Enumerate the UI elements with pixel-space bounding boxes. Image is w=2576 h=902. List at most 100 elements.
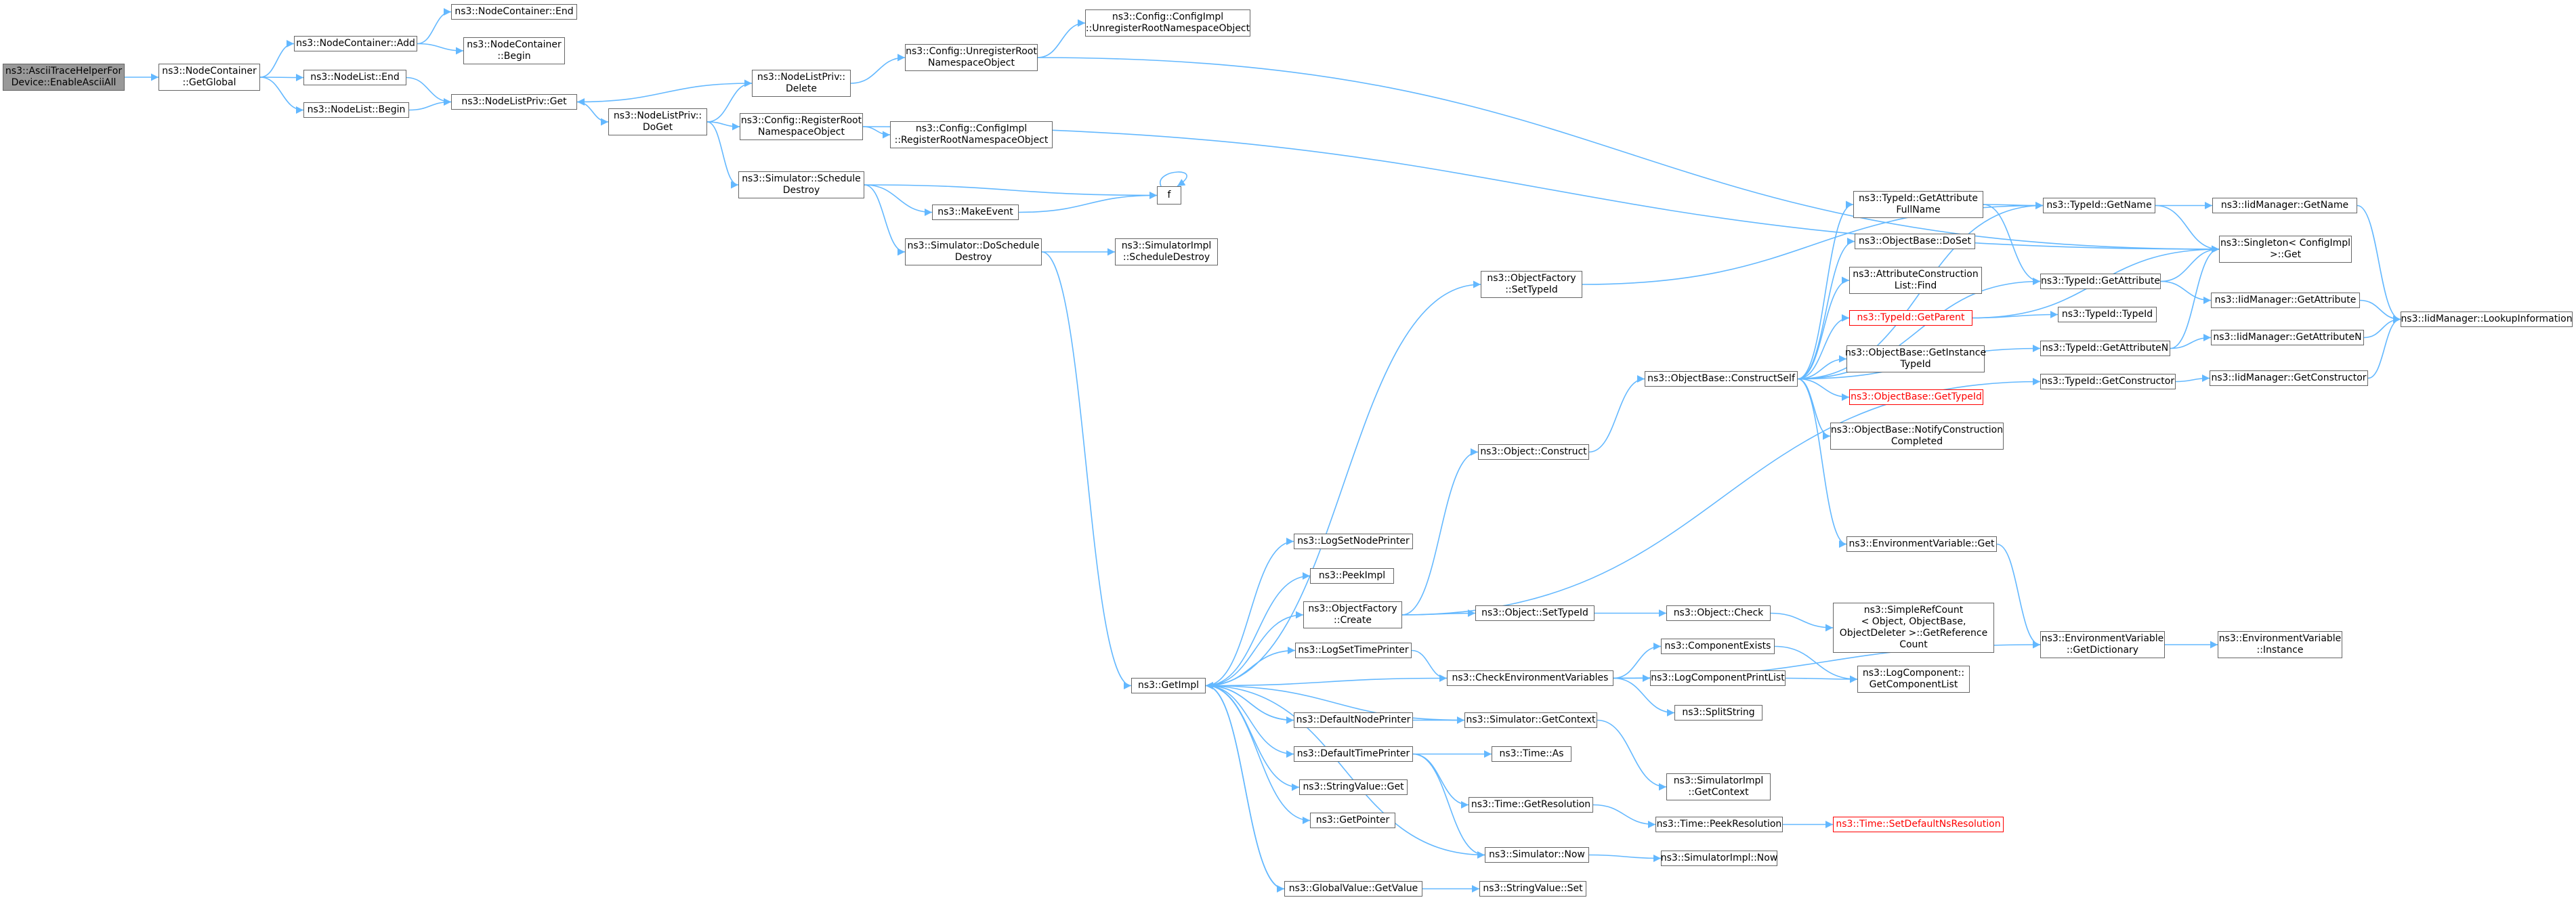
node-makeevent[interactable]: ns3::MakeEvent	[932, 205, 1019, 220]
node-componentexists[interactable]: ns3::ComponentExists	[1661, 639, 1775, 654]
node-time-as[interactable]: ns3::Time::As	[1492, 746, 1571, 762]
node-object-check[interactable]: ns3::Object::Check	[1666, 605, 1771, 621]
node-simulator-now[interactable]: ns3::Simulator::Now	[1485, 847, 1589, 863]
node-peekimpl[interactable]: ns3::PeekImpl	[1310, 568, 1394, 584]
node-defaulttimeprinter[interactable]: ns3::DefaultTimePrinter	[1294, 746, 1413, 762]
node-nodelist-begin[interactable]: ns3::NodeList::Begin	[303, 102, 409, 118]
edge-n58-n66	[1412, 753, 1485, 859]
node-getimpl[interactable]: ns3::GetImpl	[1131, 678, 1206, 693]
node-objectfactory-create[interactable]: ns3::ObjectFactory ::Create	[1303, 601, 1402, 628]
edge-n20-n42	[1205, 537, 1294, 687]
node-object-construct[interactable]: ns3::Object::Construct	[1478, 444, 1589, 460]
node-time-peekresolution[interactable]: ns3::Time::PeekResolution	[1655, 817, 1783, 832]
node-objectbase-notifyconstructioncompleted[interactable]: ns3::ObjectBase::NotifyConstruction Comp…	[1830, 423, 2004, 450]
node-defaultnodeprinter[interactable]: ns3::DefaultNodePrinter	[1294, 712, 1413, 728]
node-iidmanager-getname[interactable]: ns3::IidManager::GetName	[2212, 198, 2357, 213]
edge-n32-n36	[1797, 378, 1850, 402]
node-time-setdefaultnsresolution[interactable]: ns3::Time::SetDefaultNsResolution	[1833, 817, 2004, 832]
node-f[interactable]: f	[1157, 186, 1181, 205]
node-simplerefcount-getreferencecount[interactable]: ns3::SimpleRefCount < Object, ObjectBase…	[1833, 603, 1994, 653]
edge-n32-n41	[1797, 378, 1847, 549]
node-logcomponent-getcomponentlist[interactable]: ns3::LogComponent:: GetComponentList	[1857, 666, 1970, 693]
node-attributeconstructionlist-find[interactable]: ns3::AttributeConstruction List::Find	[1849, 267, 1982, 294]
node-nodecontainer-begin[interactable]: ns3::NodeContainer ::Begin	[463, 37, 565, 64]
edge-n14-n16	[864, 184, 933, 217]
node-objectbase-doset[interactable]: ns3::ObjectBase::DoSet	[1855, 234, 1975, 249]
node-logsetnodeprinter[interactable]: ns3::LogSetNodePrinter	[1294, 534, 1413, 549]
node-iidmanager-getconstructor[interactable]: ns3::IidManager::GetConstructor	[2210, 370, 2368, 386]
edge-n8-n10	[850, 53, 906, 84]
node-config-unregisterrootnamespaceobject[interactable]: ns3::Config::UnregisterRoot NamespaceObj…	[905, 44, 1038, 71]
edge-n41-n48	[1996, 543, 2041, 649]
node-getpointer[interactable]: ns3::GetPointer	[1310, 813, 1395, 828]
node-logcomponentprintlist[interactable]: ns3::LogComponentPrintList	[1650, 670, 1786, 686]
node-iidmanager-lookupinformation[interactable]: ns3::IidManager::LookupInformation	[2401, 312, 2573, 327]
edge-f-self-loop	[1160, 171, 1187, 187]
edge-n20-n65x	[1205, 685, 1311, 825]
node-logsettimeprinter[interactable]: ns3::LogSetTimePrinter	[1295, 643, 1412, 658]
edge-n20-n61	[1205, 685, 1300, 792]
edge-n62-n63	[1592, 804, 1656, 829]
node-nodelistpriv-get[interactable]: ns3::NodeListPriv::Get	[451, 94, 577, 110]
edge-n28-n30	[2160, 280, 2212, 305]
node-object-settypeid[interactable]: ns3::Object::SetTypeId	[1475, 605, 1595, 621]
node-configimpl-registerrootnamespaceobject[interactable]: ns3::Config::ConfigImpl ::RegisterRootNa…	[890, 121, 1053, 148]
edge-n50-n51	[1411, 649, 1448, 683]
node-nodecontainer-getglobal[interactable]: ns3::NodeContainer ::GetGlobal	[159, 64, 260, 91]
edge-n6-n9	[576, 101, 609, 126]
edge-n68-n20	[1205, 681, 1285, 890]
edge-n32-n39	[1797, 378, 1831, 440]
edge-n20-n44	[1205, 611, 1304, 687]
node-splitstring[interactable]: ns3::SplitString	[1674, 705, 1762, 721]
node-simulatorimpl-scheduledestroy[interactable]: ns3::SimulatorImpl ::ScheduleDestroy	[1115, 238, 1218, 265]
node-simulator-doscheduledestroy[interactable]: ns3::Simulator::DoSchedule Destroy	[905, 238, 1042, 265]
node-typeid-getattribute[interactable]: ns3::TypeId::GetAttribute	[2040, 274, 2161, 289]
node-iidmanager-getattribute[interactable]: ns3::IidManager::GetAttribute	[2211, 293, 2360, 308]
node-typeid-getattributen[interactable]: ns3::TypeId::GetAttributeN	[2040, 341, 2170, 356]
node-globalvalue-getvalue[interactable]: ns3::GlobalValue::GetValue	[1284, 881, 1422, 897]
node-checkenvironmentvariables[interactable]: ns3::CheckEnvironmentVariables	[1447, 670, 1613, 686]
node-objectfactory-settypeid[interactable]: ns3::ObjectFactory ::SetTypeId	[1481, 271, 1582, 298]
edge-n2-n4	[417, 43, 464, 55]
node-objectbase-constructself[interactable]: ns3::ObjectBase::ConstructSelf	[1645, 371, 1798, 387]
node-nodelistpriv-doget[interactable]: ns3::NodeListPriv:: DoGet	[608, 108, 707, 135]
node-environmentvariable-get[interactable]: ns3::EnvironmentVariable::Get	[1846, 536, 1997, 552]
node-nodelistpriv-delete[interactable]: ns3::NodeListPriv:: Delete	[752, 70, 851, 97]
node-simulatorimpl-now[interactable]: ns3::SimulatorImpl::Now	[1661, 851, 1777, 866]
node-simulator-scheduledestroy[interactable]: ns3::Simulator::Schedule Destroy	[738, 171, 864, 198]
edge-n58-n62	[1412, 753, 1469, 809]
node-configimpl-unregisterrootnamespaceobject[interactable]: ns3::Config::ConfigImpl ::UnregisterRoot…	[1085, 9, 1250, 37]
node-time-getresolution[interactable]: ns3::Time::GetResolution	[1469, 797, 1593, 813]
edge-n10-n11	[1037, 19, 1086, 58]
node-typeid-typeid[interactable]: ns3::TypeId::TypeId	[2058, 307, 2157, 322]
node-typeid-getattributefullname[interactable]: ns3::TypeId::GetAttribute FullName	[1853, 191, 1983, 218]
node-environmentvariable-getdictionary[interactable]: ns3::EnvironmentVariable ::GetDictionary	[2040, 631, 2165, 658]
node-environmentvariable-instance[interactable]: ns3::EnvironmentVariable ::Instance	[2218, 631, 2342, 658]
node-typeid-getparent[interactable]: ns3::TypeId::GetParent	[1849, 310, 1972, 326]
node-objectbase-gettypeid[interactable]: ns3::ObjectBase::GetTypeId	[1849, 389, 1983, 405]
node-nodelist-end[interactable]: ns3::NodeList::End	[303, 70, 406, 85]
node-asciitracehelper-enableasciiall[interactable]: ns3::AsciiTraceHelperFor Device::EnableA…	[3, 64, 125, 91]
edge-n20-n43	[1205, 572, 1311, 687]
edge-n22-n28	[1983, 204, 2041, 286]
edge-n32-n27	[1797, 314, 1850, 380]
node-simulator-getcontext[interactable]: ns3::Simulator::GetContext	[1464, 712, 1597, 728]
node-config-registerrootnamespaceobject[interactable]: ns3::Config::RegisterRoot NamespaceObjec…	[740, 113, 863, 140]
node-simulatorimpl-getcontext[interactable]: ns3::SimulatorImpl ::GetContext	[1666, 773, 1771, 800]
node-iidmanager-getattributen[interactable]: ns3::IidManager::GetAttributeN	[2211, 330, 2364, 345]
edge-n9-n12	[706, 121, 740, 131]
node-stringvalue-get[interactable]: ns3::StringValue::Get	[1299, 779, 1408, 795]
edge-n52-n54	[1774, 645, 1858, 683]
edge-n16-n15	[1018, 191, 1158, 213]
node-objectbase-getinstancetypeid[interactable]: ns3::ObjectBase::GetInstance TypeId	[1845, 345, 1986, 372]
edge-n32-n28	[1797, 277, 2041, 380]
node-typeid-getname[interactable]: ns3::TypeId::GetName	[2043, 198, 2155, 213]
node-stringvalue-set[interactable]: ns3::StringValue::Set	[1479, 881, 1586, 897]
node-singleton-configimpl-get[interactable]: ns3::Singleton< ConfigImpl >::Get	[2219, 236, 2352, 263]
node-typeid-getconstructor[interactable]: ns3::TypeId::GetConstructor	[2040, 374, 2176, 389]
edge-n12-n13	[862, 126, 891, 139]
edge-n57-n60	[1597, 719, 1667, 791]
edge-n32-n26	[1797, 276, 1850, 380]
node-nodecontainer-add[interactable]: ns3::NodeContainer::Add	[294, 36, 417, 51]
node-nodecontainer-end[interactable]: ns3::NodeContainer::End	[451, 4, 577, 20]
